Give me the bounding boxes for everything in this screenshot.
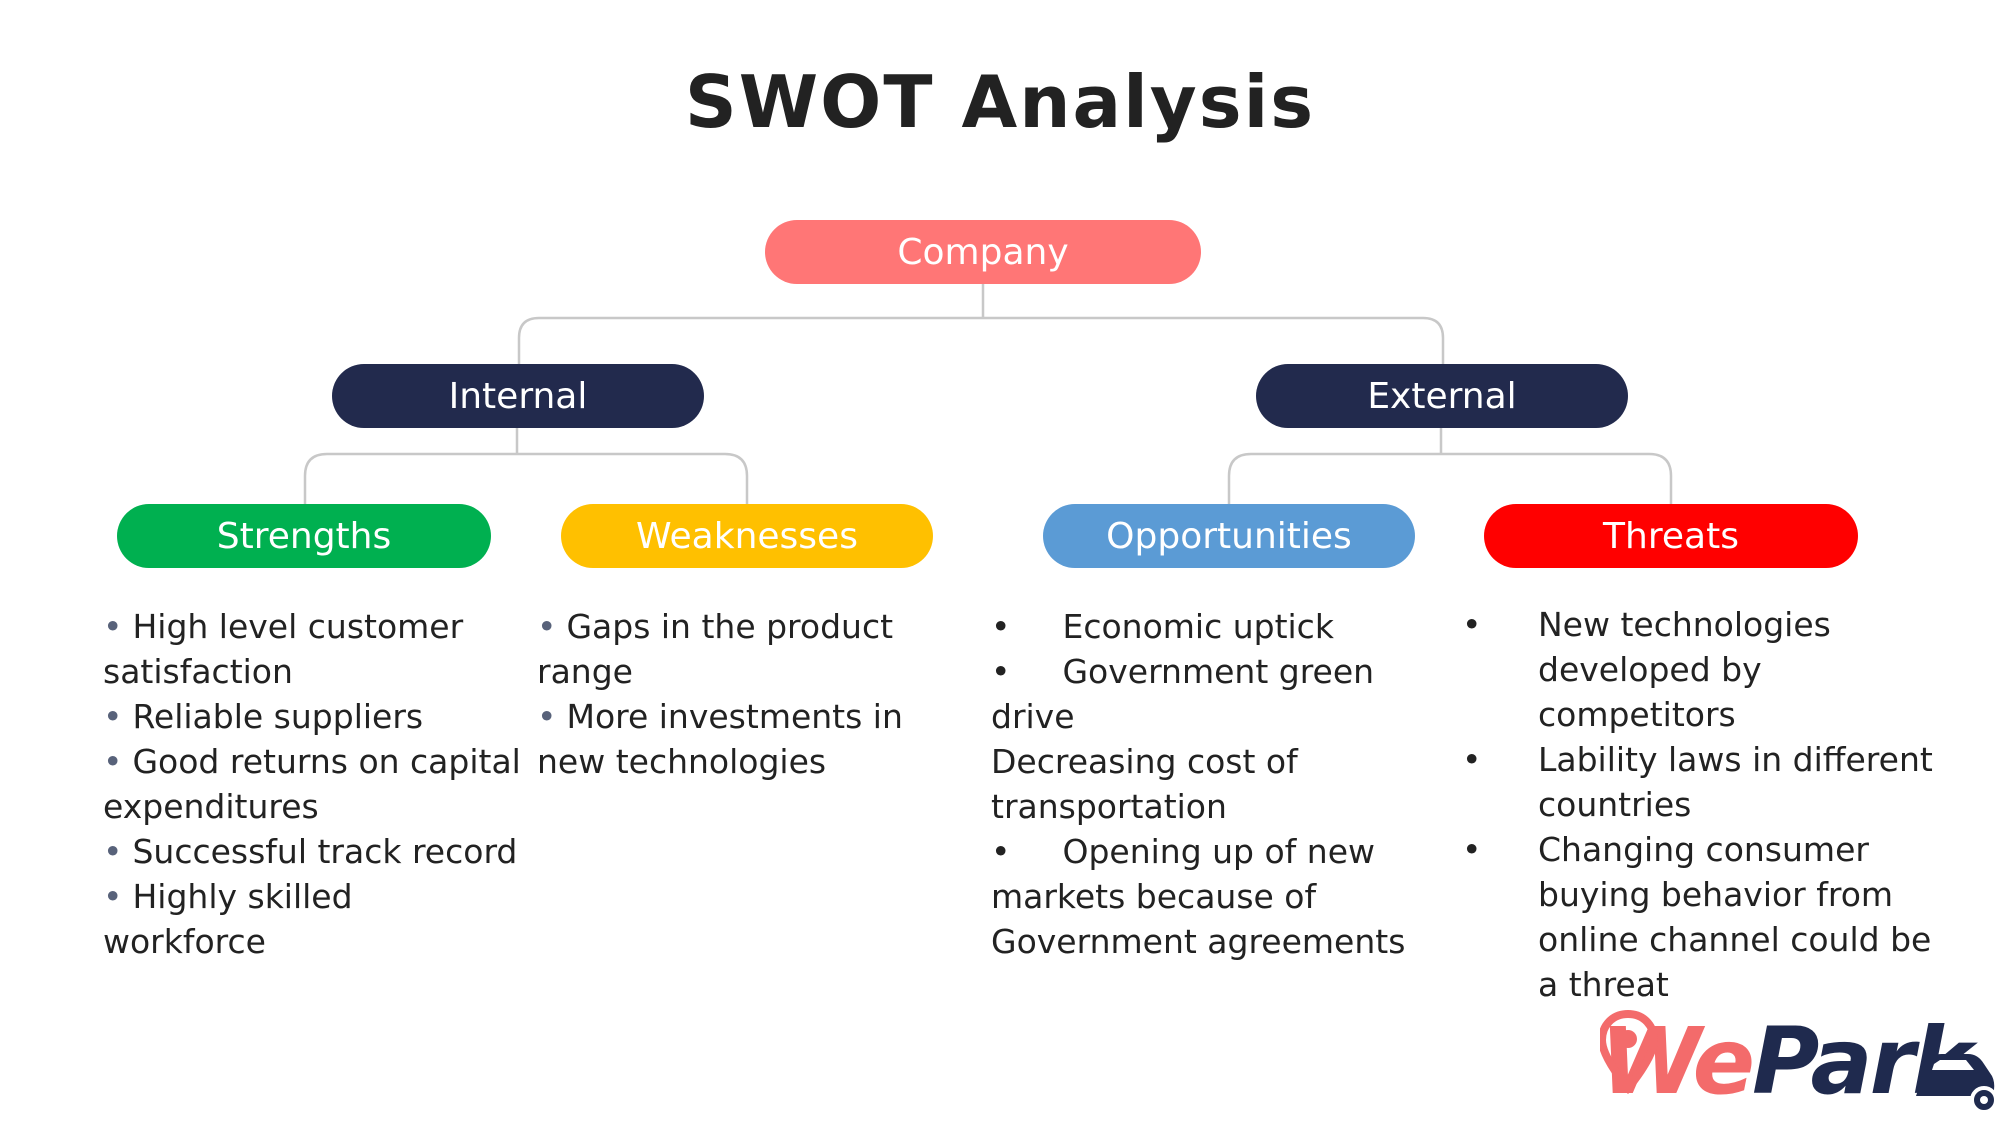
list-item: Reliable suppliers: [103, 694, 523, 739]
list-item-text: New technologies developed by competitor…: [1538, 605, 1831, 734]
list-item: Decreasing cost of transportation: [991, 742, 1298, 826]
list-item: • New technologies developed by competito…: [1462, 602, 1962, 737]
bullet-icon: •: [991, 652, 1011, 691]
list-item: Successful track record: [103, 829, 523, 874]
list-item: Highly skilled workforce: [103, 874, 523, 964]
opportunities-label: Opportunities: [1106, 515, 1352, 557]
opportunities-list: •Economic uptick •Government green drive…: [991, 604, 1461, 964]
external-label: External: [1367, 375, 1517, 417]
opportunities-node: Opportunities: [1043, 504, 1415, 568]
list-item-text: Economic uptick: [1062, 607, 1334, 646]
wepark-logo: WePark: [1600, 1008, 1973, 1115]
list-item: • Lability laws in different countries: [1462, 737, 1962, 827]
list-item: •Opening up of new markets because of Go…: [991, 829, 1461, 964]
logo-text-we: We: [1600, 1008, 1755, 1115]
list-item: Gaps in the product range: [537, 604, 977, 694]
list-item-text: Opening up of new markets because of Gov…: [991, 832, 1406, 961]
weaknesses-node: Weaknesses: [561, 504, 933, 568]
weaknesses-list: Gaps in the product range More investmen…: [537, 604, 977, 784]
bullet-icon: •: [1462, 740, 1482, 779]
bullet-icon: •: [1462, 605, 1482, 644]
list-item: More investments in new technologies: [537, 694, 977, 784]
threats-list: • New technologies developed by competito…: [1462, 602, 1962, 1007]
list-item-text: Changing consumer buying behavior from o…: [1538, 830, 1932, 1004]
list-item-text: Government green drive: [991, 652, 1375, 736]
page-title: SWOT Analysis: [684, 60, 1316, 144]
connector-internal-to-children: [303, 428, 749, 504]
map-pin-icon: [1600, 1010, 1659, 1095]
logo-graphics: [1600, 1010, 1995, 1114]
threats-node: Threats: [1484, 504, 1858, 568]
company-label: Company: [897, 231, 1069, 273]
bullet-icon: •: [1462, 830, 1482, 869]
connector-external-to-children: [1227, 428, 1673, 504]
list-item-text: Lability laws in different countries: [1538, 740, 1933, 824]
strengths-list: High level customer satisfaction Reliabl…: [103, 604, 523, 964]
list-item: •Government green drive: [991, 649, 1461, 739]
bullet-icon: •: [991, 832, 1011, 871]
list-item: Good returns on capital expenditures: [103, 739, 523, 829]
list-item: • Changing consumer buying behavior from …: [1462, 827, 1962, 1007]
internal-node: Internal: [332, 364, 704, 428]
strengths-node: Strengths: [117, 504, 491, 568]
list-item: • Economic uptick: [991, 604, 1461, 649]
company-node: Company: [765, 220, 1201, 284]
external-node: External: [1256, 364, 1628, 428]
weaknesses-label: Weaknesses: [636, 515, 858, 557]
strengths-label: Strengths: [216, 515, 392, 557]
internal-label: Internal: [448, 375, 588, 417]
bullet-icon: •: [991, 607, 1011, 646]
threats-label: Threats: [1603, 515, 1739, 557]
connector-company-to-groups: [517, 284, 1445, 364]
list-item: High level customer satisfaction: [103, 604, 523, 694]
car-icon: [1916, 1054, 1995, 1114]
